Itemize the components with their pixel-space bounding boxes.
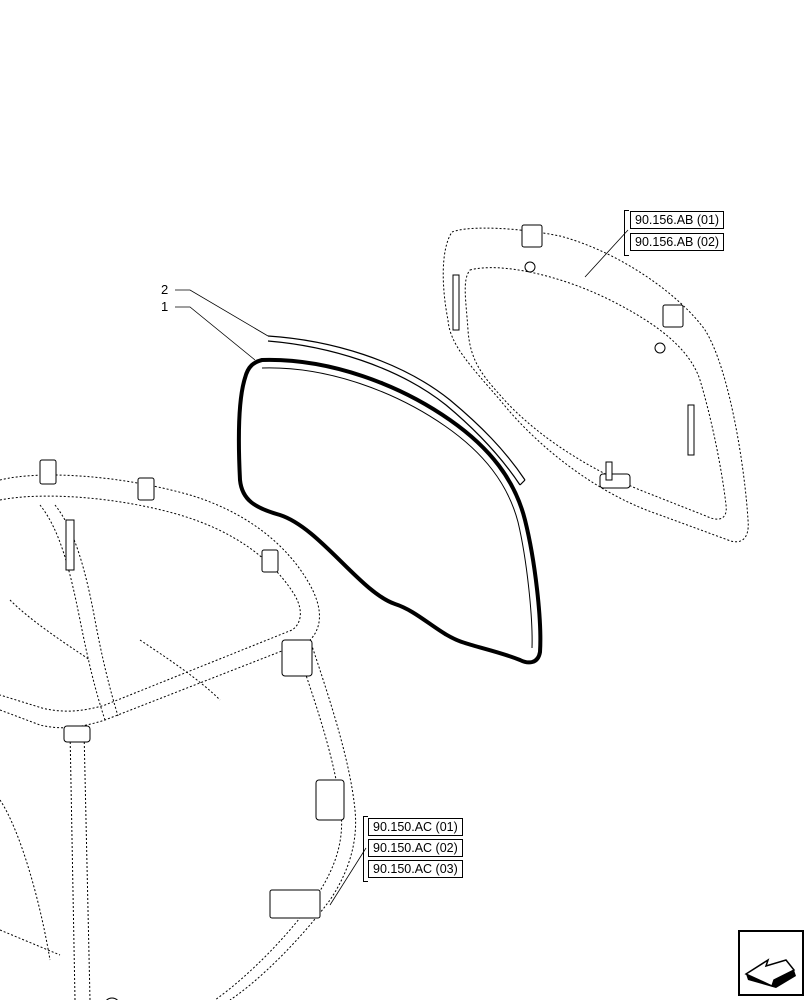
window-hinges [452,224,695,489]
next-page-arrow-icon[interactable] [738,930,804,996]
cab-frame-details [39,459,345,1000]
callout-number-1: 1 [161,299,169,314]
reference-bracket-window [624,210,629,256]
seal-strip-part-2 [267,335,526,486]
rear-window-glass [442,227,749,543]
cab-frame [0,474,357,1000]
callout-leaders [175,229,629,906]
callout-number-2: 2 [161,282,169,297]
reference-link-90-150-ac-02[interactable]: 90.150.AC (02) [368,839,463,857]
reference-link-90-156-ab-02[interactable]: 90.156.AB (02) [630,233,725,251]
reference-link-90-150-ac-03[interactable]: 90.150.AC (03) [368,860,463,878]
window-gasket-part-1 [236,357,543,665]
reference-link-90-156-ab-01[interactable]: 90.156.AB (01) [630,211,725,229]
reference-bracket-cab [363,816,368,882]
reference-link-90-150-ac-01[interactable]: 90.150.AC (01) [368,818,463,836]
